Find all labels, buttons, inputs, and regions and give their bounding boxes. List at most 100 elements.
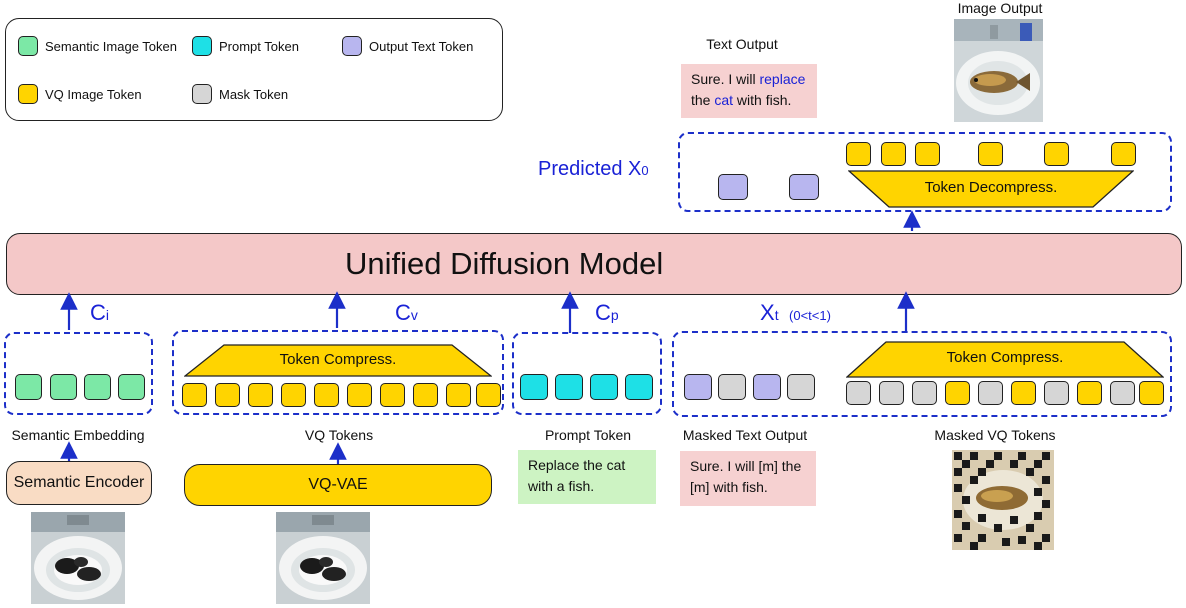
masked-fish-image xyxy=(952,450,1054,550)
xt-subscript: t xyxy=(774,307,779,323)
mask-token xyxy=(912,381,937,405)
image-output xyxy=(954,19,1043,122)
mask-token xyxy=(718,374,746,400)
cv-subscript: v xyxy=(410,307,418,323)
legend-mask: Mask Token xyxy=(192,84,288,104)
vq-token xyxy=(182,383,207,407)
text-output-highlight-cat: cat xyxy=(714,92,734,108)
predicted-x0-box: Token Decompress. xyxy=(678,132,1172,212)
output-text-token xyxy=(753,374,781,400)
ci-symbol: C xyxy=(90,300,106,325)
vq-token xyxy=(446,383,471,407)
output-text-token xyxy=(789,174,819,200)
token-compress-shape-1 xyxy=(184,344,492,377)
vq-token xyxy=(314,383,339,407)
cv-symbol: C xyxy=(395,300,411,325)
vq-token xyxy=(347,383,372,407)
semantic-token-swatch xyxy=(18,36,38,56)
input-image-semantic xyxy=(31,512,125,604)
token-compress-shape-2 xyxy=(846,341,1164,378)
text-output-part: with fish. xyxy=(733,92,792,108)
ci-label: Ci xyxy=(90,300,109,326)
text-output-label: Text Output xyxy=(706,36,778,52)
legend-prompt-label: Prompt Token xyxy=(219,38,299,54)
vq-tokens-label: VQ Tokens xyxy=(304,427,374,443)
vq-token xyxy=(380,383,405,407)
token-compress-label-1: Token Compress. xyxy=(279,351,397,368)
cp-label: Cp xyxy=(595,300,619,326)
vq-tokens-box: Token Compress. xyxy=(172,330,504,415)
masked-text-output-label: Masked Text Output xyxy=(682,427,808,443)
vq-token xyxy=(881,142,906,166)
vq-token xyxy=(1011,381,1036,405)
legend-output-text: Output Text Token xyxy=(342,36,473,56)
vq-token-swatch xyxy=(18,84,38,104)
mask-token xyxy=(1110,381,1135,405)
masked-vq-tokens-label: Masked VQ Tokens xyxy=(934,427,1056,443)
token-decompress-label: Token Decompress. xyxy=(924,179,1058,196)
semantic-embedding-label: Semantic Embedding xyxy=(11,427,145,443)
masked-text-note: Sure. I will [m] the [m] with fish. xyxy=(680,451,816,506)
vq-token xyxy=(1077,381,1102,405)
vq-token xyxy=(978,142,1003,166)
cat-in-sink-image xyxy=(276,512,370,604)
mask-token-swatch xyxy=(192,84,212,104)
vq-token xyxy=(1139,381,1164,405)
legend: Semantic Image Token Prompt Token Output… xyxy=(5,18,503,121)
masked-vq-image xyxy=(952,450,1054,550)
model-title: Unified Diffusion Model xyxy=(345,246,664,281)
unified-diffusion-model: Unified Diffusion Model xyxy=(6,233,1182,295)
vq-token xyxy=(945,381,970,405)
legend-semantic: Semantic Image Token xyxy=(18,36,177,56)
xt-range: (0<t<1) xyxy=(789,308,831,323)
vq-token xyxy=(248,383,273,407)
text-output-part: Sure. I will xyxy=(691,71,760,87)
semantic-token xyxy=(50,374,77,400)
predicted-label-sub: 0 xyxy=(641,163,649,178)
legend-prompt: Prompt Token xyxy=(192,36,299,56)
semantic-tokens-box xyxy=(4,332,153,415)
prompt-token xyxy=(625,374,653,400)
cv-label: Cv xyxy=(395,300,418,326)
predicted-x0-label: Predicted X0 xyxy=(538,158,649,181)
legend-mask-label: Mask Token xyxy=(219,86,289,102)
vq-token xyxy=(413,383,438,407)
prompt-text-note: Replace the cat with a fish. xyxy=(518,450,656,504)
legend-output-text-label: Output Text Token xyxy=(369,38,474,54)
prompt-token-label: Prompt Token xyxy=(544,427,632,443)
text-output-highlight-replace: replace xyxy=(759,71,806,87)
xt-label: Xt (0<t<1) xyxy=(760,300,831,326)
prompt-token xyxy=(590,374,618,400)
output-text-token xyxy=(718,174,748,200)
cp-subscript: p xyxy=(610,307,619,323)
text-output-note: Sure. I will replace the cat with fish. xyxy=(681,64,817,118)
mask-token xyxy=(1044,381,1069,405)
vq-token xyxy=(1111,142,1136,166)
vq-token xyxy=(915,142,940,166)
legend-semantic-label: Semantic Image Token xyxy=(45,38,177,54)
vq-token xyxy=(1044,142,1069,166)
token-compress-label-2: Token Compress. xyxy=(946,349,1064,366)
image-output-label: Image Output xyxy=(957,0,1043,16)
vq-token xyxy=(281,383,306,407)
prompt-token xyxy=(520,374,548,400)
prompt-tokens-box xyxy=(512,332,662,415)
semantic-encoder: Semantic Encoder xyxy=(6,461,152,505)
legend-vq: VQ Image Token xyxy=(18,84,142,104)
cp-symbol: C xyxy=(595,300,611,325)
output-text-token-swatch xyxy=(342,36,362,56)
mask-token xyxy=(846,381,871,405)
semantic-token xyxy=(118,374,145,400)
ci-subscript: i xyxy=(105,307,110,323)
fish-in-sink-image xyxy=(954,19,1043,122)
semantic-token xyxy=(15,374,42,400)
cat-in-sink-image xyxy=(31,512,125,604)
mask-token xyxy=(879,381,904,405)
text-output-part: the xyxy=(691,92,715,108)
legend-vq-label: VQ Image Token xyxy=(45,86,142,102)
prompt-token-swatch xyxy=(192,36,212,56)
prompt-token xyxy=(555,374,583,400)
output-text-token xyxy=(684,374,712,400)
mask-token xyxy=(978,381,1003,405)
